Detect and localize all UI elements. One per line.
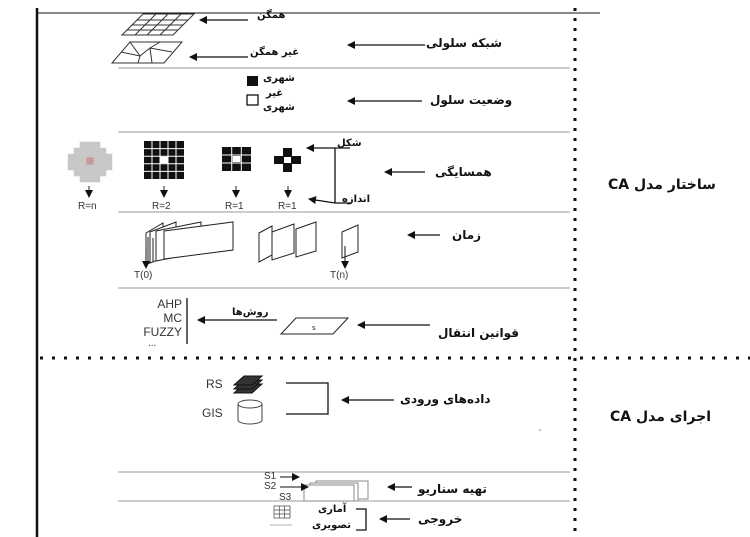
neighborhood-r1-moore-icon <box>222 147 251 171</box>
inputs-bracket <box>286 382 394 415</box>
cell-state-label: وضعیت سلول <box>430 93 513 107</box>
time-frame-tn-icon <box>341 224 359 259</box>
regular-grid-label: همگن <box>257 10 286 21</box>
urban-cell-icon <box>247 76 258 86</box>
transition-label: قوانین انتقال <box>438 326 519 340</box>
non-urban-cell-icon <box>246 94 259 106</box>
cell-network-label: شبکه سلولی <box>426 36 503 50</box>
urban-label: شهری <box>263 73 295 84</box>
structure-title: ساختار مدل CA <box>608 177 716 193</box>
scenario-s3: S3 <box>279 492 292 503</box>
neighborhood-r1-vonneumann-icon <box>274 148 301 172</box>
method-ellipsis: ... <box>148 338 157 349</box>
time-frames-mid-icon <box>258 221 317 263</box>
time-label: زمان <box>452 228 482 242</box>
urban2-label: شهری <box>263 102 295 113</box>
database-icon <box>237 399 263 425</box>
time-frames-t0-icon <box>145 221 234 266</box>
irregular-grid-label: غیر همگن <box>250 47 300 58</box>
radius-label-r2: R=2 <box>152 201 171 212</box>
output-bracket <box>356 508 410 531</box>
method-ahp: AHP <box>157 297 182 311</box>
output-label: خروجی <box>418 512 463 526</box>
radius-arrows <box>85 186 292 198</box>
output-grid-icon <box>270 505 292 526</box>
gis-label: GIS <box>202 406 223 420</box>
irregular-grid-icon <box>110 41 184 64</box>
scenario-s2: S2 <box>264 481 277 492</box>
transition-rule-icon <box>279 317 350 335</box>
methods-label: روش‌ها <box>232 307 269 318</box>
output-image-label: تصویری <box>312 520 352 531</box>
method-fuzzy: FUZZY <box>143 325 182 339</box>
frame-lines <box>35 8 750 537</box>
methods-bracket <box>186 298 277 344</box>
radius-label-r1-moore: R=1 <box>225 201 244 212</box>
svg-text:s: s <box>312 324 316 332</box>
method-mc: MC <box>163 311 182 325</box>
inputs-label: داده‌های ورودی <box>400 392 491 406</box>
neighborhood-r2-icon <box>144 141 184 179</box>
output-stat-label: آماری <box>318 504 347 515</box>
neighborhood-bracket <box>306 144 350 205</box>
regular-grid-icon <box>120 13 196 36</box>
cell-network-arrows <box>189 16 425 61</box>
non-label: غیر <box>266 88 284 99</box>
raster-layers-icon <box>232 375 264 394</box>
time-tn-label: T(n) <box>330 270 349 281</box>
rs-label: RS <box>206 377 223 391</box>
section-separators <box>118 67 570 502</box>
time-t0-label: T(0) <box>134 270 153 281</box>
shape-label: شکل <box>337 138 362 149</box>
scenario-label: تهیه سناریو <box>418 482 487 496</box>
scenario-arrows <box>280 473 412 491</box>
scenario-layers-icon <box>303 480 369 502</box>
time-arrows <box>142 231 440 269</box>
size-label: اندازه <box>342 194 371 205</box>
scenario-s1: S1 <box>264 471 277 482</box>
neighborhood-label: همسایگی <box>435 165 492 179</box>
execution-title: اجرای مدل CA <box>610 409 711 425</box>
radius-label-rn: R=n <box>78 201 97 212</box>
radius-label-r1-vn: R=1 <box>278 201 297 212</box>
neighborhood-rn-icon <box>67 141 113 183</box>
